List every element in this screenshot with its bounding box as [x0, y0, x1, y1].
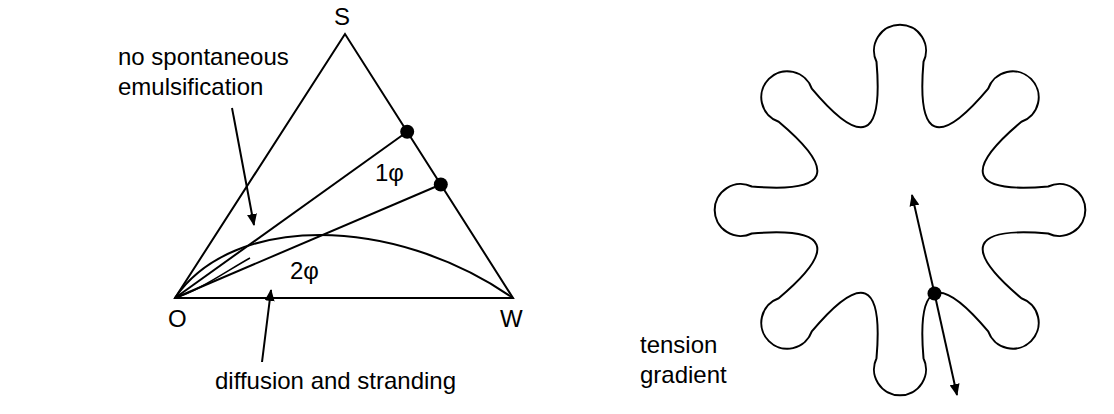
- annotation-text: tension gradient: [640, 330, 750, 390]
- droplet-outline: [715, 25, 1086, 396]
- vertex-label: O: [168, 304, 187, 334]
- binodal-curve: [175, 258, 250, 298]
- leader-arrow: [262, 290, 271, 362]
- gradient-arrow: [912, 195, 935, 294]
- vertex-label: S: [334, 2, 350, 32]
- composition-dot: [434, 178, 448, 192]
- interface-dot: [928, 287, 942, 301]
- phase-label: 2φ: [290, 256, 319, 286]
- binodal-curve: [175, 235, 513, 298]
- gradient-arrow: [935, 294, 958, 396]
- annotation-text: no spontaneous emulsification: [118, 42, 318, 102]
- composition-dot: [400, 125, 414, 139]
- dilution-line: [175, 185, 441, 299]
- dilution-line: [175, 132, 407, 298]
- vertex-label: W: [500, 304, 523, 334]
- leader-arrow: [232, 108, 254, 225]
- annotation-text: diffusion and stranding: [215, 366, 456, 396]
- phase-label: 1φ: [375, 158, 404, 188]
